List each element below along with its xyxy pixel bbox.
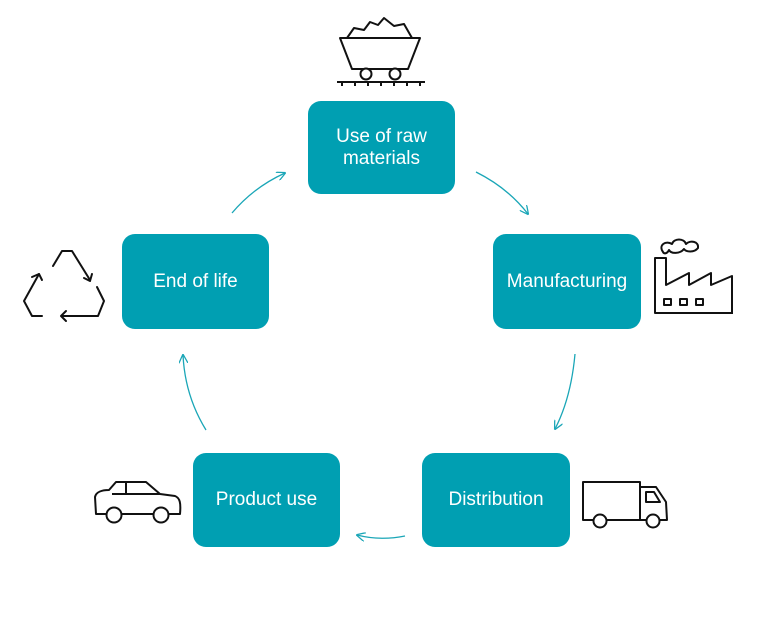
node-end-of-life: End of life — [122, 234, 269, 329]
node-manufacturing: Manufacturing — [493, 234, 641, 329]
arrow-eol-to-raw — [231, 173, 285, 214]
node-distribution: Distribution — [422, 453, 570, 547]
recycle-icon — [23, 250, 105, 322]
car-icon — [94, 481, 182, 524]
arrow-mfg-to-dist — [555, 353, 576, 429]
arrow-use-to-eol — [183, 355, 207, 431]
node-product-use: Product use — [193, 453, 340, 547]
truck-icon — [582, 481, 668, 529]
arrow-raw-to-mfg — [475, 171, 528, 214]
node-use-of-raw-materials: Use of raw materials — [308, 101, 455, 194]
arrow-dist-to-use — [357, 535, 406, 538]
mine-cart-icon — [337, 17, 425, 86]
factory-icon — [654, 238, 733, 314]
